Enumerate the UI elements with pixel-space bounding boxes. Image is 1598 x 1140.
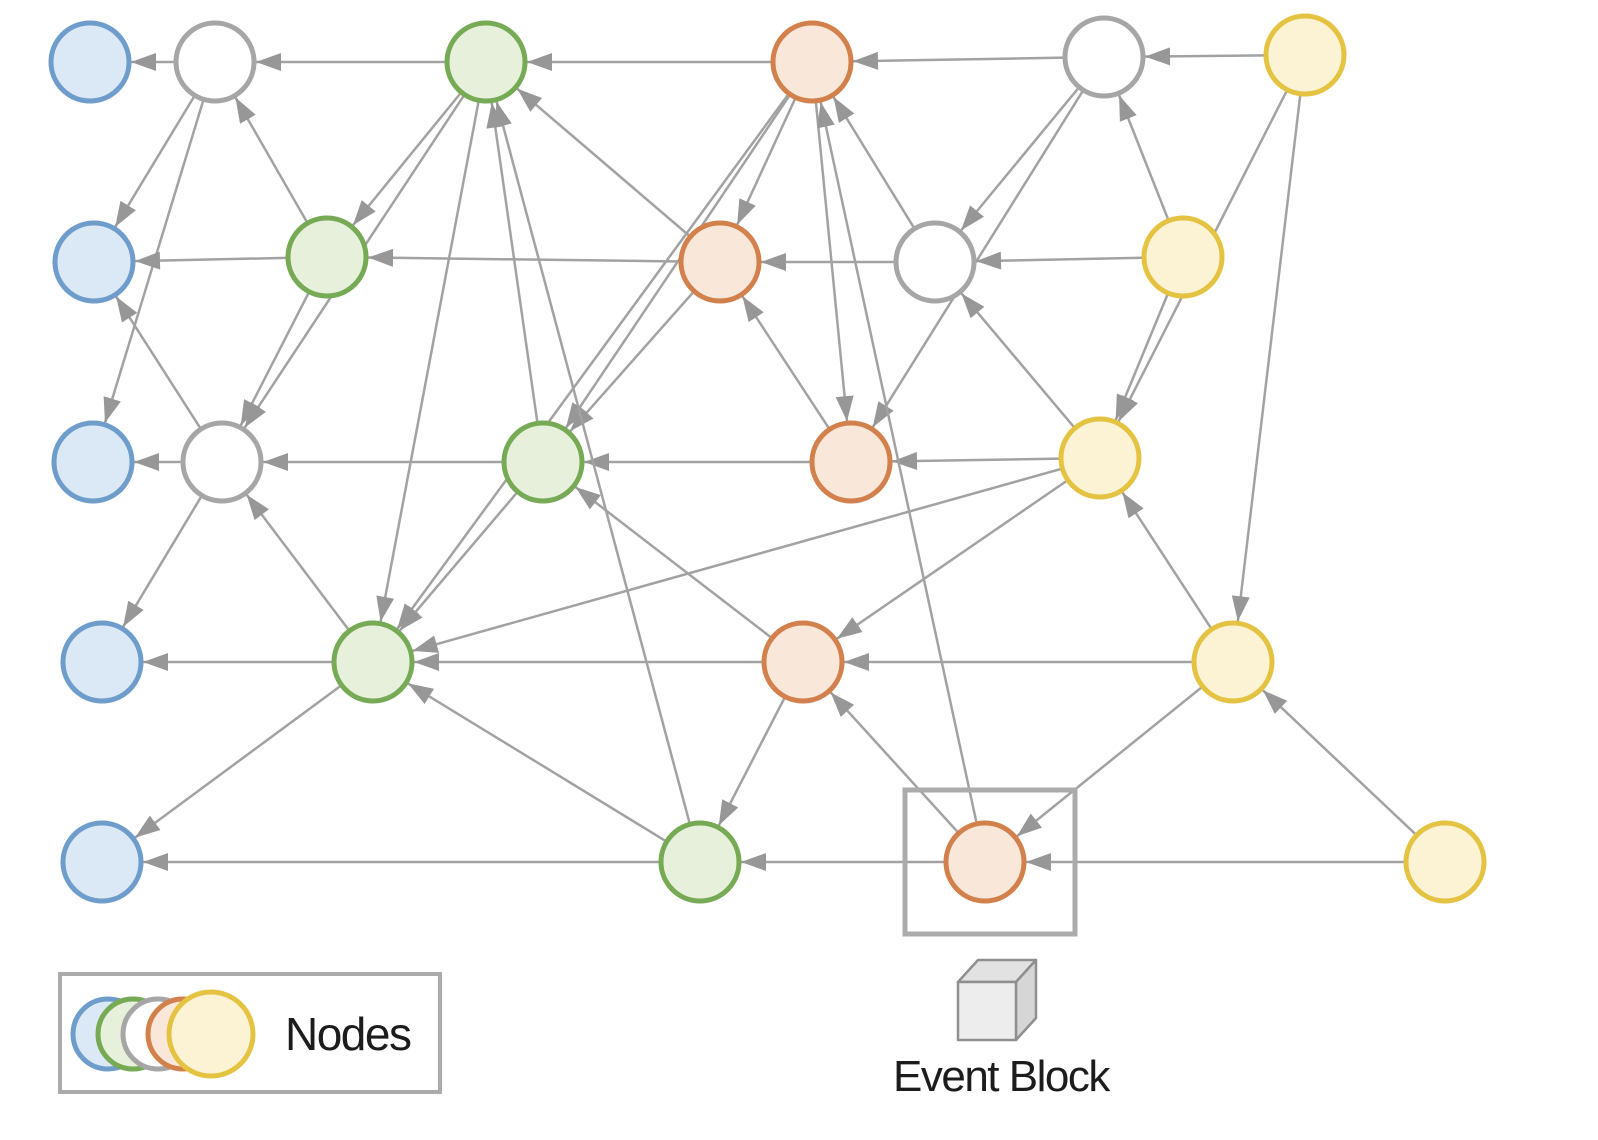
edge-o2-g3 xyxy=(569,291,695,433)
edge-g3-g4 xyxy=(398,491,519,632)
event-block-frame xyxy=(902,787,1078,937)
edge-g2-w1 xyxy=(234,96,309,223)
edge-o5-o1 xyxy=(817,101,978,824)
edge-y5-y4 xyxy=(1261,689,1417,836)
node-o4-orange xyxy=(761,620,845,704)
node-w2-white xyxy=(1062,15,1146,99)
node-g1-green xyxy=(444,20,528,104)
legend-swatch-yellow xyxy=(166,989,256,1079)
edge-g5-g1 xyxy=(494,101,691,824)
node-w1-white xyxy=(173,20,257,104)
edge-o4-g5 xyxy=(717,696,786,827)
edge-w4-b2 xyxy=(115,295,202,429)
edge-g1-g4 xyxy=(376,101,480,622)
edge-y4-o5 xyxy=(1016,686,1203,838)
node-y4-yellow xyxy=(1191,620,1275,704)
node-b4-blue xyxy=(60,620,144,704)
event-block-label: Event Block xyxy=(893,1052,1111,1101)
edge-y3-o3 xyxy=(891,451,1061,470)
edge-layer xyxy=(103,47,1417,871)
node-w4-white xyxy=(180,420,264,504)
node-o2-orange xyxy=(678,220,762,304)
edge-o1-o2 xyxy=(735,97,797,226)
node-o5-orange xyxy=(943,820,1027,904)
edge-g4-w4 xyxy=(245,493,350,631)
node-layer xyxy=(48,13,1487,904)
edge-y1-y4 xyxy=(1231,94,1302,622)
edge-w1-b2 xyxy=(114,95,196,228)
node-b3-blue xyxy=(51,420,135,504)
edge-g5-g4 xyxy=(407,682,667,843)
edge-o3-o2 xyxy=(741,295,831,430)
edge-y1-w2 xyxy=(1144,47,1266,66)
edge-o5-o4 xyxy=(829,691,960,834)
node-y1-yellow xyxy=(1263,13,1347,97)
cube-icon xyxy=(956,958,1038,1042)
edge-g2-w4 xyxy=(239,292,310,427)
edge-w2-o1 xyxy=(852,51,1065,70)
edge-g3-g1 xyxy=(486,102,539,423)
edge-o1-g4 xyxy=(396,93,790,630)
edge-y3-g4 xyxy=(412,467,1062,653)
event-block-legend: Event Block xyxy=(893,958,1113,1101)
node-b5-blue xyxy=(60,820,144,904)
node-y5-yellow xyxy=(1403,820,1487,904)
edge-y3-w3 xyxy=(960,292,1076,429)
edge-g1-g2 xyxy=(351,92,462,227)
node-b2-blue xyxy=(52,220,136,304)
node-y2-yellow xyxy=(1141,215,1225,299)
node-g2-green xyxy=(285,215,369,299)
edge-y4-y3 xyxy=(1121,491,1213,630)
edge-w4-b4 xyxy=(122,495,203,628)
edge-y3-o4 xyxy=(836,479,1068,640)
node-o1-orange xyxy=(770,20,854,104)
edge-w3-o1 xyxy=(832,96,916,229)
edge-y2-w3 xyxy=(975,251,1144,270)
edge-y2-y3 xyxy=(1114,293,1169,421)
edge-o2-g2 xyxy=(367,248,681,267)
legend: Nodes xyxy=(58,972,442,1094)
node-g4-green xyxy=(331,620,415,704)
edge-y2-w2 xyxy=(1117,94,1170,221)
node-y3-yellow xyxy=(1058,416,1142,500)
node-g5-green xyxy=(658,820,742,904)
node-b1-blue xyxy=(48,20,132,104)
node-w3-white xyxy=(893,220,977,304)
edge-g2-b2 xyxy=(134,251,288,270)
legend-label: Nodes xyxy=(285,1008,411,1060)
legend-node-swatches xyxy=(70,989,256,1079)
node-o3-orange xyxy=(809,420,893,504)
edge-g4-b5 xyxy=(134,684,342,839)
edge-w2-w3 xyxy=(960,87,1080,232)
node-g3-green xyxy=(501,420,585,504)
edge-o4-g3 xyxy=(574,486,773,639)
edge-o2-g1 xyxy=(516,87,691,237)
